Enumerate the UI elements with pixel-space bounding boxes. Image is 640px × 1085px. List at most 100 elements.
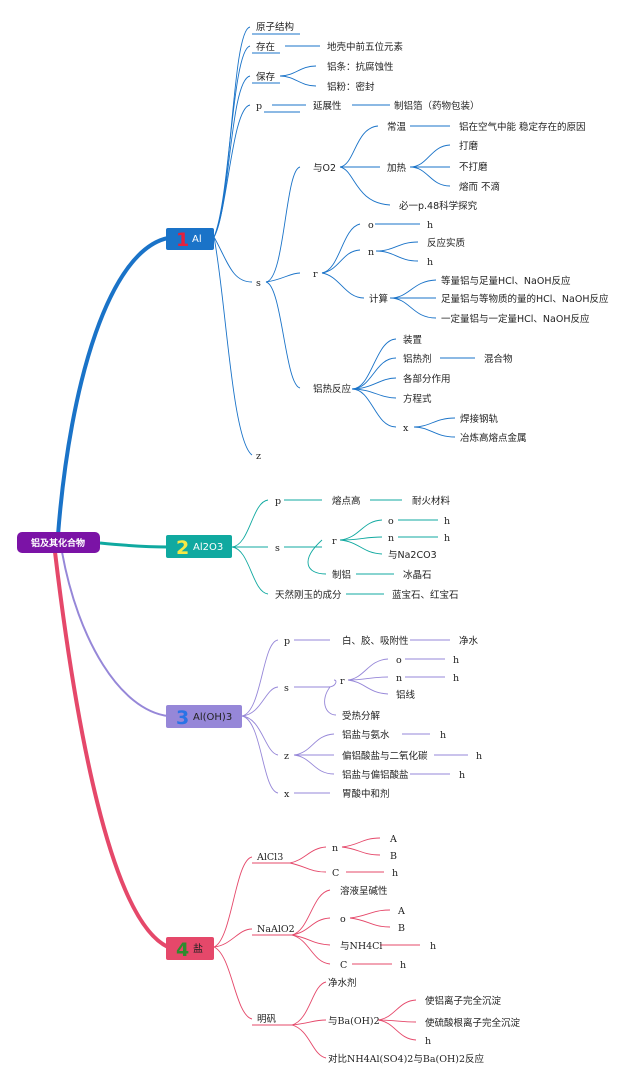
aloh3-p-purify: 净水 — [459, 635, 479, 647]
al-agent-detail: 混合物 — [484, 353, 513, 365]
aloh3-o-h: h — [453, 655, 459, 666]
al-labels: 原子结构 存在 地壳中前五位元素 保存 铝条：抗腐蚀性 铝粉：密封 p 延展性 … — [256, 21, 609, 462]
al-heat-melt: 熔而 不滴 — [459, 181, 500, 193]
salt-naalo2-nh4cl: 与NH4Cl — [340, 941, 382, 952]
salt-naalo2-o: o — [340, 914, 346, 925]
al-heat-nopolish: 不打磨 — [459, 161, 488, 173]
salt-alum-purify: 净水剂 — [328, 977, 357, 989]
salt-naalo2-alk: 溶液呈碱性 — [340, 885, 388, 897]
branch-line-al — [56, 236, 169, 536]
salt-naalo2-a: A — [397, 906, 405, 917]
al-normal-temp: 常温 — [387, 121, 407, 133]
aloh3-n-h: h — [453, 673, 459, 684]
salt-alum-al: 使铝离子完全沉淀 — [425, 995, 502, 1007]
al2o3-p: p — [275, 496, 281, 507]
al-heating: 加热 — [387, 162, 407, 174]
aloh3-z1-h: h — [440, 730, 446, 741]
al-node[interactable]: 1 Al — [166, 228, 214, 251]
al-calc: 计算 — [369, 293, 388, 305]
al-o2: 与O2 — [313, 163, 336, 174]
al-name: Al — [192, 234, 202, 245]
al-exist: 存在 — [256, 41, 275, 53]
aloh3-node[interactable]: 3 Al(OH)3 — [166, 705, 242, 729]
aloh3-p-colloid: 白、胶、吸附性 — [342, 635, 409, 647]
branch-line-al2o3 — [99, 541, 169, 549]
al-thermite: 铝热反应 — [313, 383, 352, 395]
al2o3-name: Al2O3 — [193, 542, 223, 553]
al-p-foil: 制铝箔（药物包装） — [394, 100, 480, 112]
salt-node[interactable]: 4 盐 — [166, 937, 214, 961]
main-branches — [53, 236, 169, 949]
aloh3-z3: 铝盐与偏铝酸盐 — [342, 769, 409, 781]
aloh3-name: Al(OH)3 — [193, 712, 232, 723]
al-o-h: h — [427, 220, 433, 231]
al2o3-r: r — [332, 536, 337, 547]
al2o3-make-al: 制铝 — [332, 569, 351, 581]
salt-name: 盐 — [193, 942, 203, 955]
al-calc1: 等量铝与足量HCl、NaOH反应 — [441, 275, 571, 287]
salt-naalo2-b: B — [398, 923, 405, 934]
al-store-powder: 铝粉：密封 — [327, 81, 375, 93]
al-number: 1 — [176, 229, 189, 251]
al-p: p — [256, 101, 262, 112]
al2o3-connectors — [231, 499, 438, 595]
al-parts: 各部分作用 — [403, 373, 451, 385]
al2o3-node[interactable]: 2 Al2O3 — [166, 535, 232, 559]
al2o3-s: s — [275, 543, 280, 554]
salt-alum-compare: 对比NH4Al(SO4)2与Ba(OH)2反应 — [328, 1053, 485, 1065]
al-device: 装置 — [403, 334, 422, 346]
aloh3-o: o — [396, 655, 402, 666]
salt-alum-so4: 使硫酸根离子完全沉淀 — [425, 1017, 521, 1029]
al2o3-gems: 蓝宝石、红宝石 — [392, 589, 459, 601]
salt-number: 4 — [176, 939, 189, 961]
al-store: 保存 — [256, 71, 276, 83]
al-textbook: 必一p.48科学探究 — [399, 200, 478, 212]
aloh3-number: 3 — [176, 707, 189, 729]
root-node[interactable]: 铝及其化合物 — [17, 532, 100, 553]
al2o3-o-h: h — [444, 516, 450, 527]
aloh3-line: 铝线 — [396, 689, 416, 701]
salt-labels: AlCl3 n A B C h NaAlO2 溶液呈碱性 o A B 与NH4C… — [256, 834, 521, 1065]
salt-alcl3-n: n — [332, 843, 338, 854]
salt-naalo2-nh4cl-h: h — [430, 941, 436, 952]
salt-naalo2: NaAlO2 — [257, 924, 295, 935]
aloh3-n: n — [396, 673, 402, 684]
aloh3-z1: 铝盐与氨水 — [342, 729, 390, 741]
aloh3-x-antacid: 胃酸中和剂 — [342, 788, 390, 800]
al2o3-p-refractory: 耐火材料 — [412, 495, 451, 507]
al-connectors — [213, 26, 475, 456]
aloh3-p: p — [284, 636, 290, 647]
al-s: s — [256, 278, 261, 289]
salt-connectors — [213, 837, 420, 1059]
aloh3-decompose: 受热分解 — [342, 710, 381, 722]
aloh3-z2-h: h — [476, 751, 482, 762]
al-x-smelt: 冶炼高熔点金属 — [460, 432, 527, 444]
al-agent: 铝热剂 — [403, 353, 432, 365]
al-z: z — [256, 451, 261, 462]
al-n: n — [368, 247, 374, 258]
al-x-weld: 焊接钢轨 — [460, 413, 499, 425]
al-normal-temp-detail: 铝在空气中能 稳定存在的原因 — [459, 121, 586, 133]
branch-line-aloh3 — [61, 551, 169, 717]
al2o3-na2co3: 与Na2CO3 — [388, 550, 437, 561]
al-calc2: 足量铝与等物质的量的HCl、NaOH反应 — [441, 293, 609, 305]
branch-line-salt — [53, 551, 169, 949]
root-label: 铝及其化合物 — [31, 537, 85, 549]
al-o: o — [368, 220, 374, 231]
al-store-strip: 铝条：抗腐蚀性 — [327, 61, 394, 73]
aloh3-connectors — [241, 639, 468, 794]
al-structure: 原子结构 — [256, 21, 294, 33]
salt-naalo2-c-h: h — [400, 960, 406, 971]
al-heat-polish: 打磨 — [459, 140, 479, 152]
al-r: r — [313, 269, 318, 280]
aloh3-labels: p 白、胶、吸附性 净水 s r o h n h 铝线 受热分解 z 铝盐与氨水… — [284, 635, 482, 800]
aloh3-z2: 偏铝酸盐与二氧化碳 — [342, 750, 428, 762]
al-exist-detail: 地壳中前五位元素 — [327, 41, 404, 53]
al2o3-number: 2 — [176, 537, 189, 559]
salt-alum-baoh2: 与Ba(OH)2 — [328, 1016, 380, 1027]
salt-alcl3-c: C — [332, 868, 339, 879]
salt-alcl3-b: B — [390, 851, 397, 862]
al2o3-n-h: h — [444, 533, 450, 544]
aloh3-x: x — [284, 789, 290, 800]
